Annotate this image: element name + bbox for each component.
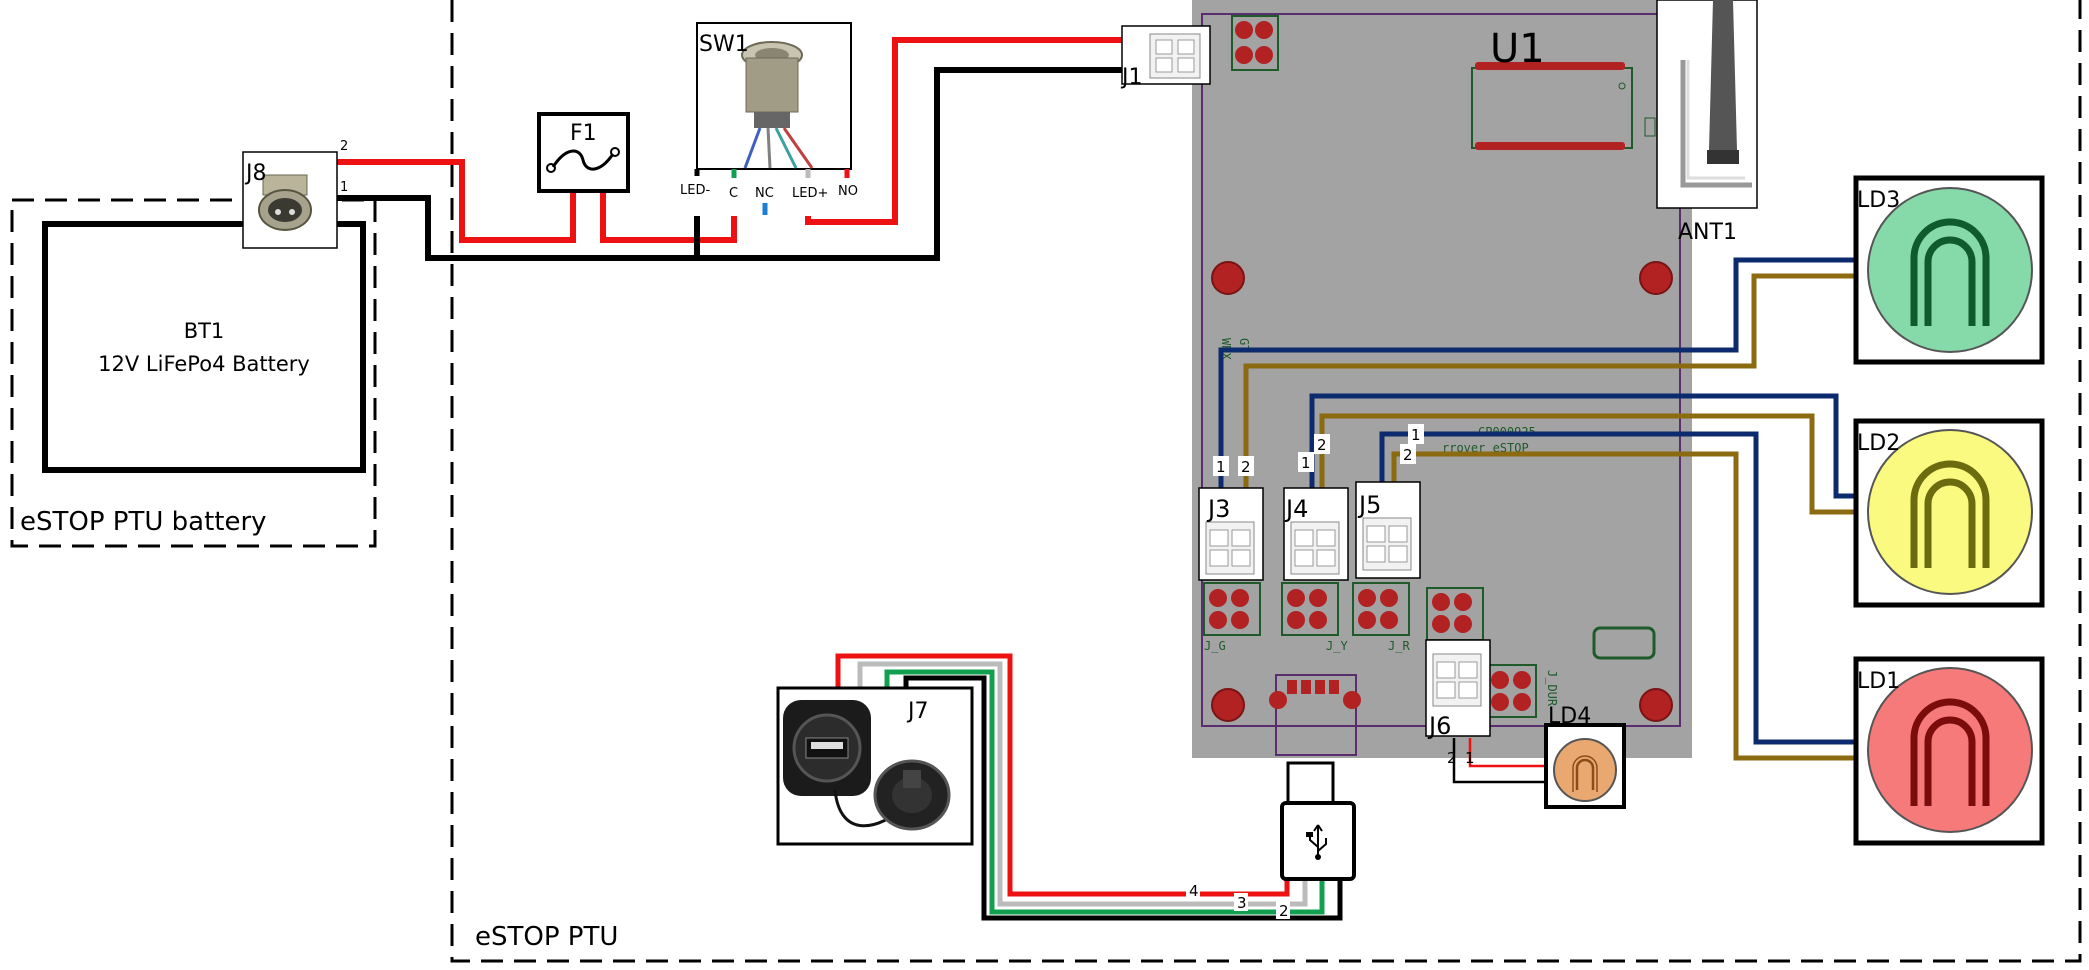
j1-pads: [1231, 15, 1279, 71]
ld2-label: LD2: [1857, 431, 1900, 456]
ld4-label: LD4: [1548, 704, 1591, 729]
battery-desc: 12V LiFePo4 Battery: [98, 352, 310, 376]
j3-pin-1: 1: [1216, 458, 1226, 476]
antenna-ant1: [1656, 0, 1758, 209]
header-pads: [1203, 582, 1537, 718]
signal-pin-labels: 1 2 1 2 1 2: [1213, 424, 1424, 476]
ld3-label: LD3: [1857, 188, 1900, 213]
usb-pin-3: 3: [1237, 894, 1247, 912]
ant1-label: ANT1: [1678, 220, 1737, 245]
usb-pin-2: 2: [1279, 902, 1289, 920]
usb-icon: [1309, 824, 1327, 855]
ptu-group-label: eSTOP PTU: [475, 922, 618, 952]
battery-group-label: eSTOP PTU battery: [20, 507, 267, 537]
j6-pin-2: 2: [1447, 749, 1457, 767]
led-ld2: [1853, 418, 2045, 608]
ptu-group-boundary: [450, 0, 2082, 963]
j6-pin-1: 1: [1465, 749, 1475, 767]
connector-j1: [1121, 25, 1211, 85]
connector-j5: [1355, 481, 1421, 579]
led-ld3: [1853, 175, 2045, 365]
connector-j3: [1198, 487, 1264, 581]
j8-label: J8: [244, 161, 267, 186]
sw1-pin-nc: NC: [755, 186, 774, 201]
silk-j-y: J_Y: [1326, 639, 1348, 653]
battery-group-boundary: [10, 198, 377, 548]
fuse-f1: [537, 112, 630, 193]
sw1-label: SW1: [699, 32, 749, 57]
j4-pin-1: 1: [1301, 454, 1311, 472]
usb-pin-4: 4: [1189, 882, 1199, 900]
j4-pin-2: 2: [1317, 436, 1327, 454]
j8-pin-1: 1: [340, 180, 348, 195]
j5-pin-2: 2: [1403, 446, 1413, 464]
silk-j-g: J_G: [1204, 639, 1226, 653]
j5-label: J5: [1357, 491, 1381, 519]
led-ld1: [1853, 656, 2045, 846]
sw1-pin-led-minus: LED-: [680, 183, 710, 198]
f1-label: F1: [570, 121, 597, 146]
usb-pin-labels: 4 3 2: [1186, 881, 1290, 920]
j4-label: J4: [1284, 495, 1308, 523]
j1-label: J1: [1120, 65, 1143, 90]
usb-footprint: [1269, 674, 1361, 756]
j3-pin-2: 2: [1241, 458, 1251, 476]
connector-j4: [1283, 487, 1349, 581]
connector-j6: [1425, 639, 1491, 737]
silk-j-dur: J_DUR: [1545, 670, 1559, 707]
ld1-label: LD1: [1857, 669, 1900, 694]
j3-label: J3: [1206, 495, 1230, 523]
connector-j8: [242, 151, 338, 249]
sw1-pin-no: NO: [838, 184, 858, 199]
silk-j-r: J_R: [1388, 639, 1410, 653]
led-ld4: [1544, 723, 1626, 809]
wires-led-signal: [1218, 257, 1856, 761]
u1-label: U1: [1490, 26, 1545, 72]
battery-ref: BT1: [184, 319, 225, 343]
switch-sw1: [694, 22, 852, 215]
usb-plug: [1270, 758, 1356, 881]
j8-pin-2: 2: [340, 139, 348, 154]
sw1-pin-c: C: [729, 186, 738, 201]
connector-j7: [776, 686, 974, 846]
wires-ld4: [1452, 738, 1545, 784]
j6-label: J6: [1427, 712, 1451, 740]
mounting-holes: [1211, 261, 1673, 722]
battery-bt1: [42, 221, 366, 473]
wires-power: [336, 37, 1126, 261]
wires-usb: [835, 653, 1343, 921]
j7-label: J7: [906, 699, 929, 724]
j5-pin-1: 1: [1411, 426, 1421, 444]
pcb-u1: GT WRX CP000925 rrover eSTOP J_G J_Y J_R…: [1192, 0, 1692, 758]
mcu-pins-top: [1475, 62, 1625, 150]
sw1-pin-led-plus: LED+: [792, 186, 828, 201]
board-connector-outline: [1592, 626, 1656, 660]
